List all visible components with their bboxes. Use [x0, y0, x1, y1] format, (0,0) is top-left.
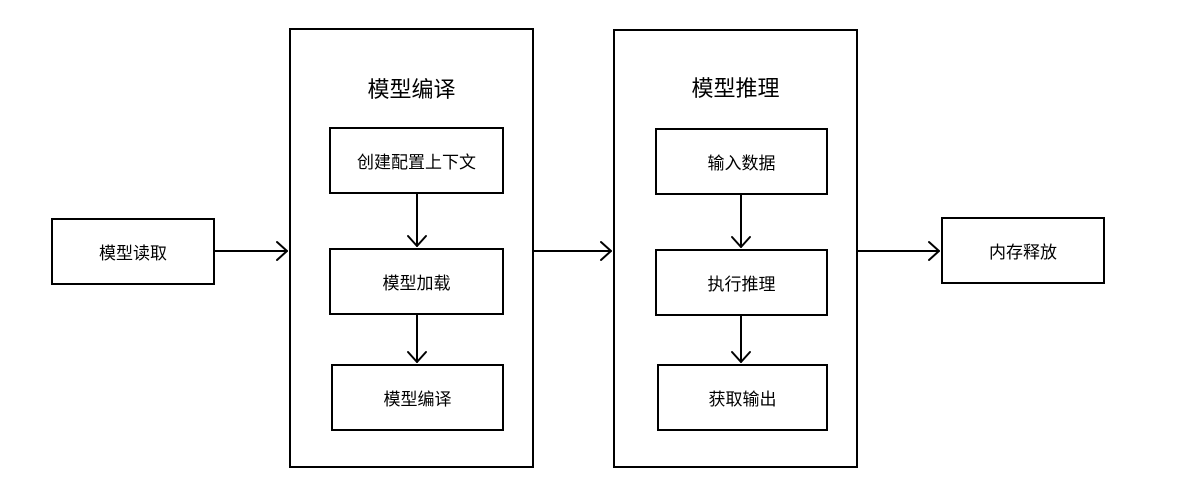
- node-memory-release: 内存释放: [941, 217, 1105, 284]
- compile-group-title: 模型编译: [367, 78, 456, 103]
- node-create-context: 创建配置上下文: [329, 127, 504, 194]
- node-model-read: 模型读取: [51, 218, 215, 285]
- arrow-read-to-compile: [214, 241, 288, 261]
- node-model-load: 模型加载: [329, 248, 504, 315]
- node-input-data: 输入数据: [655, 128, 828, 195]
- inference-group-title: 模型推理: [691, 77, 780, 102]
- arrow-compile-to-inference: [533, 241, 612, 261]
- node-get-output: 获取输出: [657, 364, 828, 431]
- arrow-inference-to-release: [857, 241, 940, 261]
- node-model-compile: 模型编译: [331, 364, 504, 431]
- node-execute-inference: 执行推理: [655, 249, 828, 316]
